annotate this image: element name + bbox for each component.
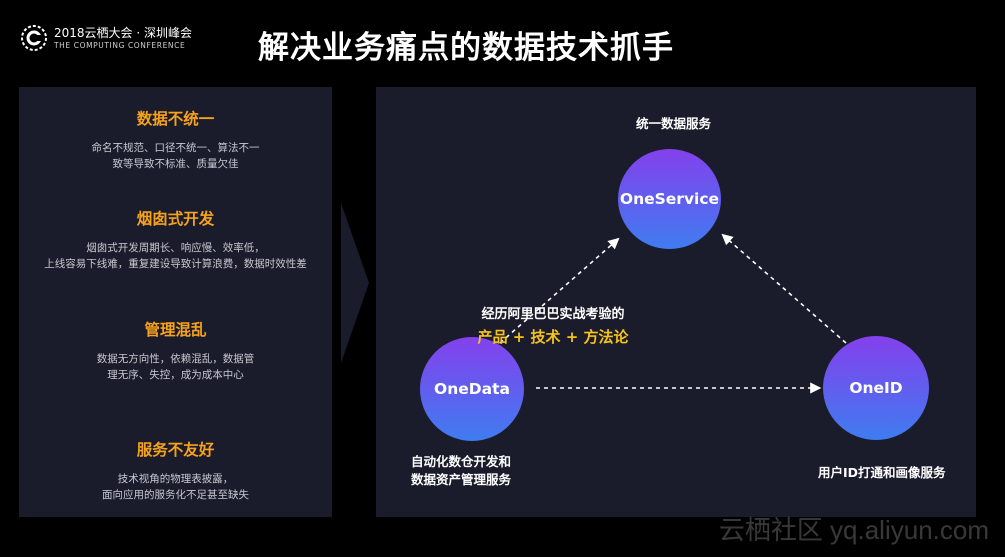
logo-title: 2018云栖大会 · 深圳峰会 <box>54 25 192 40</box>
issue-desc-line: 面向应用的服务化不足甚至缺失 <box>102 489 249 501</box>
conference-logo: 2018云栖大会 · 深圳峰会 THE COMPUTING CONFERENCE <box>20 24 192 52</box>
issue-description: 命名不规范、口径不统一、算法不一 致等导致不标准、质量欠佳 <box>19 140 332 172</box>
issue-desc-line: 数据无方向性，依赖混乱，数据管 <box>96 353 255 365</box>
issue-item: 烟囱式开发 烟囱式开发周期长、响应慢、效率低， 上线容易下线难，重复建设导致计算… <box>19 207 332 272</box>
onedata-caption: 自动化数仓开发和 数据资产管理服务 <box>411 453 511 489</box>
issue-item: 数据不统一 命名不规范、口径不统一、算法不一 致等导致不标准、质量欠佳 <box>19 107 332 172</box>
issue-title: 烟囱式开发 <box>136 210 215 228</box>
center-annotation-line2: 产品 + 技术 + 方法论 <box>477 328 629 346</box>
watermark: 云栖社区 yq.aliyun.com <box>718 515 989 545</box>
logo-subtitle: THE COMPUTING CONFERENCE <box>54 40 186 50</box>
center-annotation: 经历阿里巴巴实战考验的 产品 + 技术 + 方法论 <box>453 303 653 347</box>
computing-conference-logo-icon <box>21 25 47 51</box>
issue-desc-line: 技术视角的物理表披露， <box>117 473 234 485</box>
arrow-onedata-to-oneservice <box>499 237 620 344</box>
oneid-caption: 用户ID打通和画像服务 <box>818 465 946 480</box>
issue-title: 管理混乱 <box>144 321 207 339</box>
issue-item: 服务不友好 技术视角的物理表披露， 面向应用的服务化不足甚至缺失 <box>19 438 332 503</box>
issue-description: 烟囱式开发周期长、响应慢、效率低， 上线容易下线难，重复建设导致计算浪费，数据时… <box>19 240 332 272</box>
onedata-node: OneData <box>420 337 524 441</box>
issue-item: 管理混乱 数据无方向性，依赖混乱，数据管 理无序、失控，成为成本中心 <box>19 318 332 383</box>
onedata-caption-line: 数据资产管理服务 <box>411 472 512 487</box>
issue-desc-line: 理无序、失控，成为成本中心 <box>107 369 244 381</box>
issue-desc-line: 致等导致不标准、质量欠佳 <box>112 158 239 170</box>
oneservice-caption: 统一数据服务 <box>636 116 712 131</box>
arrow-oneid-to-oneservice <box>721 233 847 344</box>
onedata-caption-line: 自动化数仓开发和 <box>411 454 512 469</box>
chevron-right-icon <box>341 203 369 363</box>
issue-title: 数据不统一 <box>136 110 215 128</box>
issue-title: 服务不友好 <box>136 441 215 459</box>
pain-points-panel: 数据不统一 命名不规范、口径不统一、算法不一 致等导致不标准、质量欠佳 烟囱式开… <box>19 87 332 517</box>
oneservice-node: OneService <box>618 149 721 249</box>
issue-description: 数据无方向性，依赖混乱，数据管 理无序、失控，成为成本中心 <box>19 351 332 383</box>
center-annotation-line1: 经历阿里巴巴实战考验的 <box>481 307 625 322</box>
issue-desc-line: 命名不规范、口径不统一、算法不一 <box>91 142 260 154</box>
slide-title: 解决业务痛点的数据技术抓手 <box>258 30 674 66</box>
issue-description: 技术视角的物理表披露， 面向应用的服务化不足甚至缺失 <box>19 471 332 503</box>
issue-desc-line: 上线容易下线难，重复建设导致计算浪费，数据时效性差 <box>44 258 307 270</box>
oneid-node: OneID <box>823 336 929 440</box>
issue-desc-line: 烟囱式开发周期长、响应慢、效率低， <box>86 242 265 254</box>
